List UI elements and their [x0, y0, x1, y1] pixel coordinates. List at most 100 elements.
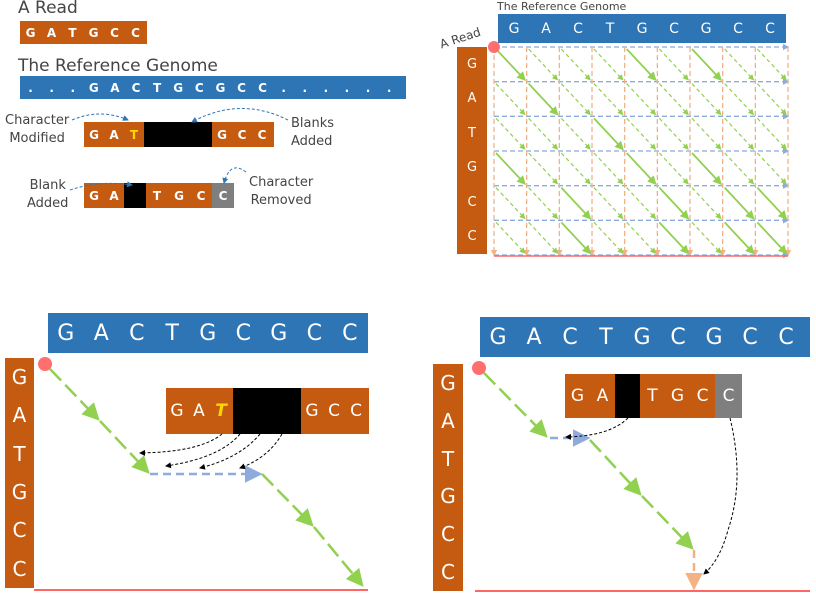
blank-block: [233, 388, 301, 434]
read-letter: C: [328, 401, 340, 421]
label-blank-added: Blank Added: [27, 177, 68, 213]
sequence-letter: C: [765, 20, 775, 37]
sequence-letter: T: [441, 446, 455, 471]
sequence-letter: G: [700, 20, 712, 37]
read-letter: C: [196, 188, 206, 203]
read-letter: A: [109, 127, 119, 142]
sequence-letter: C: [562, 324, 578, 350]
label-character-modified: Character Modified: [5, 112, 69, 148]
removed-letter: C: [212, 183, 234, 208]
modified-read-right: G C C: [301, 388, 369, 434]
sequence-letter: C: [733, 20, 743, 37]
sequence-letter: A: [467, 91, 477, 107]
sequence-letter: T: [13, 441, 26, 466]
sequence-letter: G: [11, 365, 28, 390]
grid-match-diagonal: [658, 221, 690, 255]
sequence-letter: C: [258, 80, 267, 95]
deletion-read: G A T G C C: [84, 183, 234, 208]
removed-letter: C: [715, 374, 742, 418]
sequence-letter: T: [605, 20, 615, 37]
sequence-letter: G: [270, 320, 288, 346]
match-step: [49, 368, 100, 421]
arrow-blanks: [191, 108, 289, 123]
read-letter: C: [350, 401, 362, 421]
modified-read-left: G A T: [84, 122, 144, 147]
deletion-read-right: T G C: [146, 183, 212, 208]
pointer-arrow: [165, 433, 241, 469]
modified-read-right: G C C: [212, 122, 274, 147]
deletion-read: G A T G C C: [565, 374, 742, 418]
deletion-read-left: G A: [84, 183, 124, 208]
grid-match-diagonal: [593, 117, 624, 151]
pointer-arrow: [199, 433, 261, 470]
sequence-letter: G: [466, 160, 478, 176]
sequence-letter: T: [165, 320, 179, 346]
sequence-letter: G: [440, 370, 456, 395]
read-letter: T: [152, 188, 162, 203]
label-line: Character: [249, 175, 314, 190]
grid-match-diagonal: [626, 152, 657, 185]
sequence-letter: G: [88, 25, 99, 40]
sequence-letter: A: [441, 408, 455, 433]
removed-letter-text: C: [722, 386, 735, 406]
sequence-letter: G: [633, 324, 651, 350]
start-node: [472, 361, 486, 375]
sequence-letter: G: [636, 20, 648, 37]
sequence-letter: T: [68, 25, 77, 40]
reference-title: The Reference Genome: [18, 56, 218, 76]
grid-match-diagonal: [691, 152, 722, 185]
read-letter: A: [109, 188, 119, 203]
grid-match-diagonal: [658, 187, 690, 220]
sequence-letter: .: [323, 80, 329, 95]
match-step: [261, 473, 314, 527]
sequence-letter: G: [173, 80, 184, 95]
sequence-letter: A: [93, 320, 109, 346]
grid-match-diagonal: [756, 221, 788, 255]
label-line: Blanks: [291, 116, 335, 131]
grid-match-diagonal: [756, 187, 788, 220]
sequence-letter: C: [441, 522, 455, 547]
sequence-letter: T: [153, 80, 162, 95]
sequence-letter: C: [670, 324, 686, 350]
sequence-letter: C: [669, 20, 679, 37]
sequence-letter: A: [12, 403, 27, 428]
sequence-letter: .: [302, 80, 308, 95]
sequence-letter: C: [129, 320, 145, 346]
sequence-letter: C: [441, 560, 455, 585]
sequence-letter: T: [468, 125, 476, 141]
sequence-letter: C: [235, 320, 251, 346]
match-step: [313, 526, 364, 587]
sequence-letter: C: [12, 556, 27, 581]
sequence-letter: C: [342, 320, 358, 346]
read-letter: C: [696, 386, 709, 406]
grid-match-diagonal: [560, 187, 592, 220]
sequence-letter: .: [28, 80, 33, 95]
grid-match-diagonal: [691, 48, 722, 81]
sequence-letter: G: [508, 20, 520, 37]
read-letter: G: [670, 386, 685, 406]
pointer-arrow: [565, 417, 629, 440]
read-title: A Read: [18, 0, 78, 18]
sequence-letter: G: [11, 480, 28, 505]
label-line: Blank: [29, 178, 66, 193]
arrow-modified: [71, 113, 129, 121]
match-step: [99, 420, 150, 474]
sequence-letter: C: [573, 20, 583, 37]
grid-match-diagonal: [495, 48, 526, 81]
read-letter: G: [570, 386, 585, 406]
read-letter: A: [596, 386, 609, 406]
label-line: Added: [291, 134, 333, 149]
sequence-letter: C: [12, 518, 27, 543]
sequence-letter: .: [365, 80, 371, 95]
arrow-blank: [69, 181, 133, 191]
start-node: [38, 357, 52, 371]
blank-block: [144, 122, 212, 147]
label-character-removed: Character Removed: [249, 174, 313, 210]
